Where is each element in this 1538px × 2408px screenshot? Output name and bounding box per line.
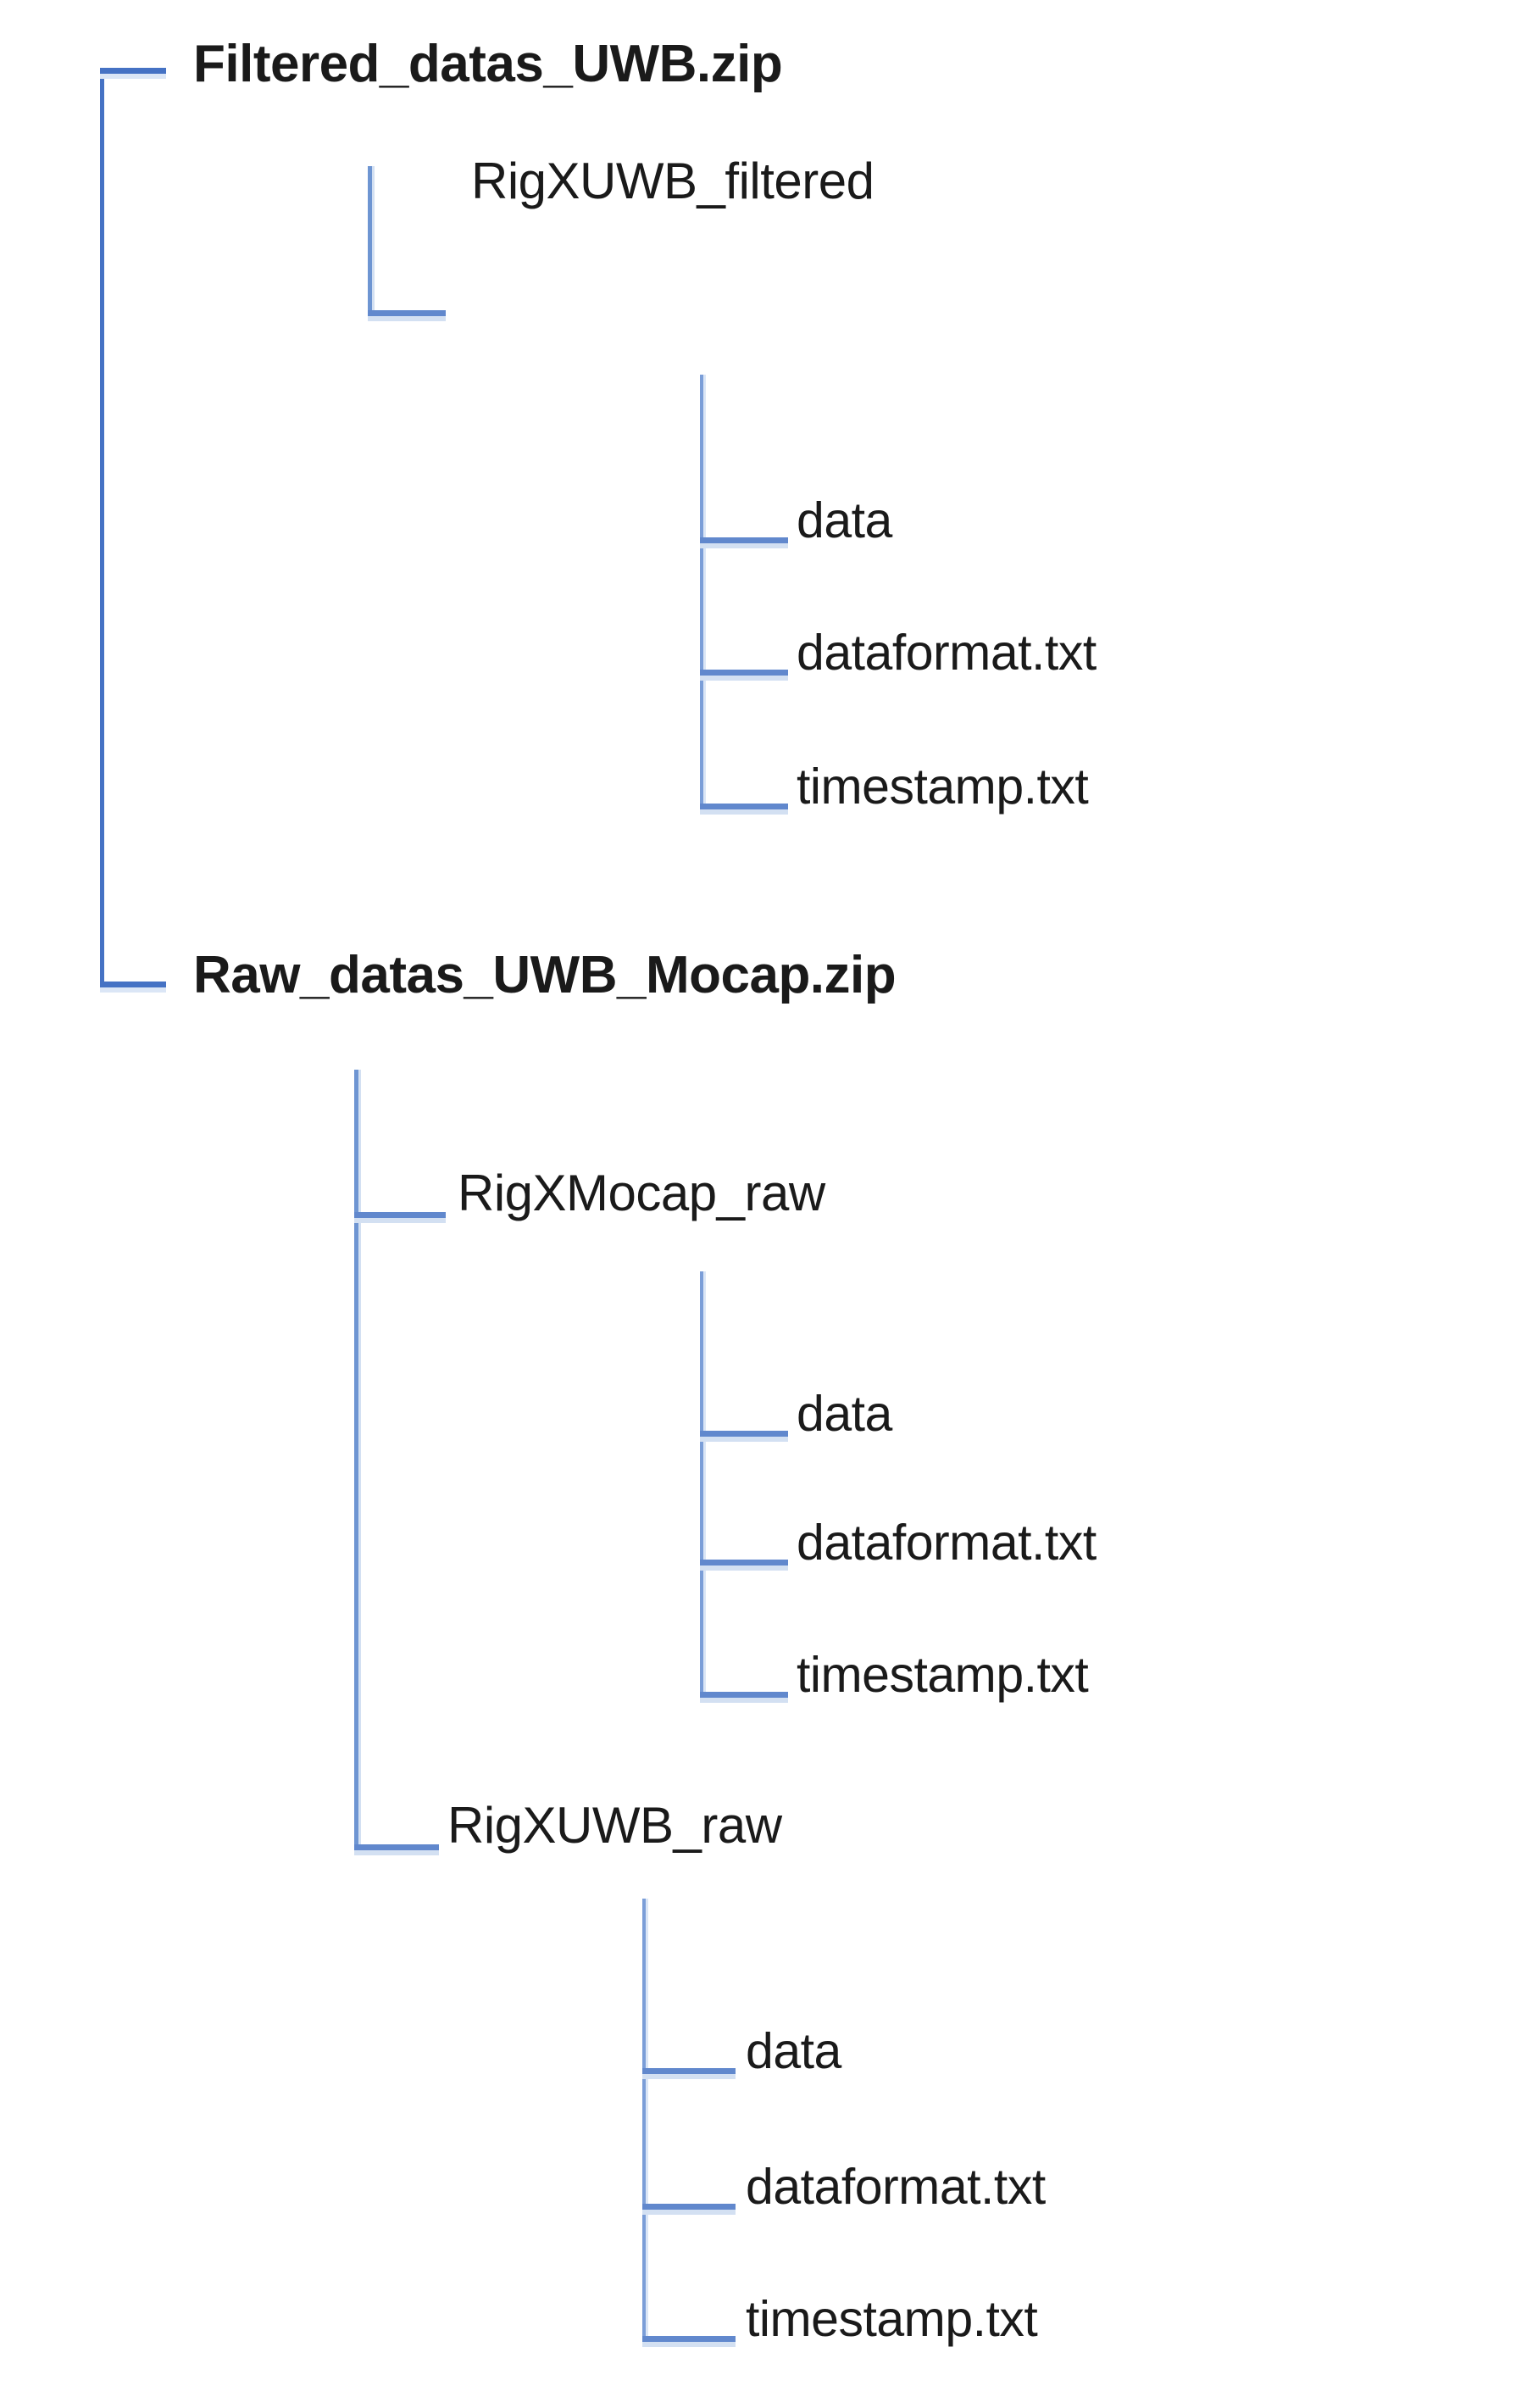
node-rigxuwb-filtered[interactable]: RigXUWB_filtered xyxy=(471,153,874,209)
root-stub-raw xyxy=(100,982,166,987)
node-root-raw[interactable]: Raw_datas_UWB_Mocap.zip xyxy=(193,946,897,1004)
leaf-stub-g1-dataformat xyxy=(700,670,788,676)
root-stub-filtered xyxy=(100,68,166,74)
leaf-stub-g2-timestamp xyxy=(700,1692,788,1698)
node-rigxmocap-raw[interactable]: RigXMocap_raw xyxy=(458,1165,825,1221)
leaf-trunk-uwb-raw xyxy=(642,1899,646,2339)
branch-stub-rigxmocap-raw xyxy=(354,1212,446,1218)
leaf-trunk-mocap-raw xyxy=(700,1271,703,1695)
leaf-stub-g3-data xyxy=(642,2068,736,2074)
node-g2-timestamp[interactable]: timestamp.txt xyxy=(797,1647,1089,1703)
leaf-stub-g3-timestamp xyxy=(642,2336,736,2342)
node-g2-data[interactable]: data xyxy=(797,1386,892,1442)
leaf-stub-g1-data xyxy=(700,537,788,543)
node-rigxuwb-raw[interactable]: RigXUWB_raw xyxy=(447,1797,782,1854)
leaf-stub-g2-dataformat xyxy=(700,1560,788,1565)
node-g1-timestamp[interactable]: timestamp.txt xyxy=(797,759,1089,815)
node-g1-data[interactable]: data xyxy=(797,492,892,548)
node-g3-data[interactable]: data xyxy=(746,2023,841,2079)
branch-elbow-rigxuwb-raw xyxy=(354,1844,439,1850)
node-g2-dataformat[interactable]: dataformat.txt xyxy=(797,1515,1097,1571)
leaf-stub-g2-data xyxy=(700,1431,788,1437)
node-g3-timestamp[interactable]: timestamp.txt xyxy=(746,2291,1038,2347)
branch-elbow-rigxuwb-filtered xyxy=(368,310,446,316)
node-g1-dataformat[interactable]: dataformat.txt xyxy=(797,625,1097,681)
branch-trunk-raw xyxy=(354,1070,358,1849)
leaf-stub-g1-timestamp xyxy=(700,804,788,809)
node-g3-dataformat[interactable]: dataformat.txt xyxy=(746,2159,1046,2215)
leaf-stub-g3-dataformat xyxy=(642,2204,736,2210)
leaf-trunk-filtered xyxy=(700,375,703,807)
node-root-filtered[interactable]: Filtered_datas_UWB.zip xyxy=(193,35,783,93)
root-trunk-line xyxy=(100,73,104,987)
branch-trunk-filtered xyxy=(368,166,372,315)
